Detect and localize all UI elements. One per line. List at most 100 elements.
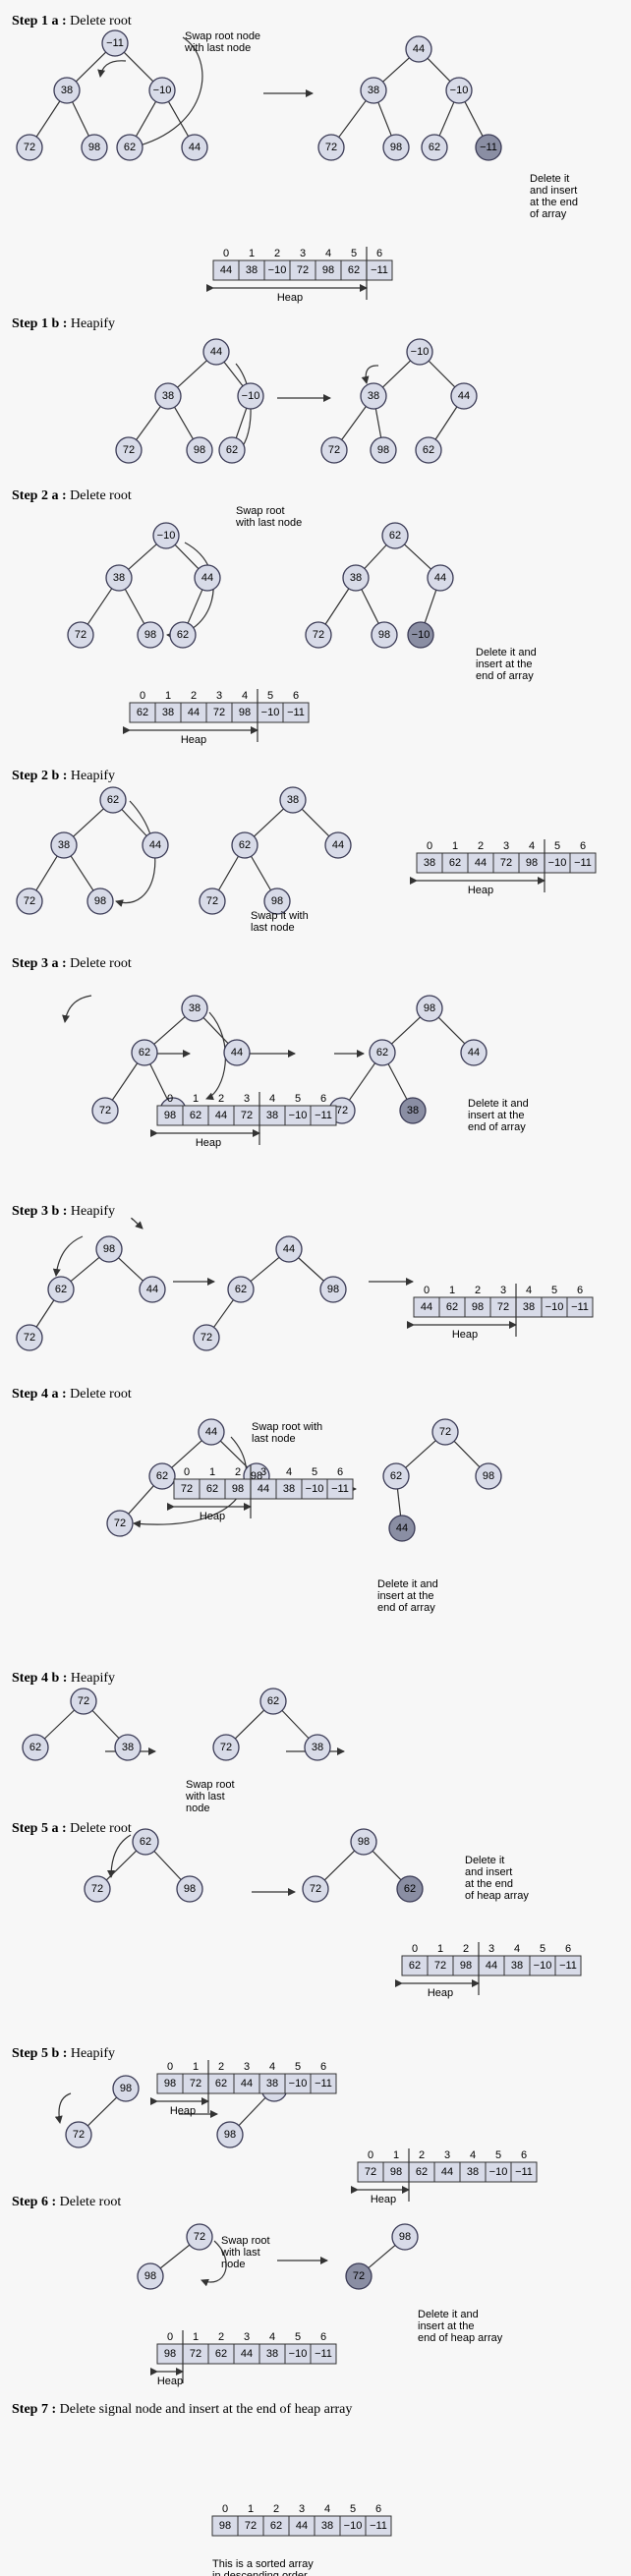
step-title: Step 5 b : Heapify [12,2046,115,2061]
heapify-swap-arrow [131,1217,143,1230]
array-cell-value: 38 [511,1960,523,1972]
array-index: 3 [244,1093,250,1105]
array-cell-value: 38 [162,707,174,718]
array-cell-value: 44 [296,2520,308,2532]
tree-node-value: 38 [113,572,125,584]
array-index: 0 [223,248,229,259]
array-cell-value: −11 [371,264,388,276]
tree-edge [437,1016,466,1045]
array-cell [566,1296,594,1318]
array-cell-value: 38 [424,857,435,869]
step-title-text: Delete root [60,2195,122,2209]
tree-node-value: 72 [99,1105,111,1116]
tree-node-value: 98 [424,1002,435,1014]
tree-node [47,1276,75,1303]
tree-node [148,77,176,104]
annotation-line: insert at the [418,2320,474,2332]
tree-edge [424,590,437,623]
array-index: 5 [312,1466,317,1478]
tree-node [345,2262,373,2290]
tree-edge [338,100,367,138]
tree-node [227,1276,255,1303]
array-cell-value: 38 [321,2520,333,2532]
array-cell-value: 44 [215,1110,227,1121]
array-cell-value: −10 [545,1301,564,1313]
tree-node [181,134,208,161]
array-cell [365,2515,392,2537]
array-cell-value: 72 [297,264,309,276]
tree-node [360,382,387,410]
tree-edge [149,1063,168,1100]
tree-node [194,564,221,592]
array-cell-value: −10 [289,2078,308,2089]
tree-edge [174,544,200,570]
tree-node-value: 44 [458,390,470,402]
tree-node-value: 72 [220,1742,232,1753]
array-index: 3 [444,2149,450,2161]
tree-edge [381,360,412,388]
array-cell-value: −11 [370,2520,387,2532]
tree-edge [374,408,382,438]
tree-node-value: 62 [139,1047,150,1059]
annotation-line: end of array [377,1602,435,1614]
tree-node-value: 44 [189,142,201,153]
tree-edge [217,855,240,891]
array-cell-value: −11 [571,1301,589,1313]
array-index: 2 [419,2149,425,2161]
array-index: 2 [218,2061,224,2073]
array-cell-value: 62 [215,2078,227,2089]
tree-edge [75,51,107,83]
tree-edge [372,1850,402,1881]
array-cell-value: −10 [548,857,567,869]
array-cell-value: 38 [266,2348,278,2360]
tree-node-value: 98 [224,2129,236,2141]
array-cell-value: 62 [190,1110,201,1121]
tree-edge [235,408,248,438]
array-cell-value: 98 [322,264,334,276]
tree-node [202,338,230,366]
tree-edge [118,1257,143,1282]
array-index: 1 [249,248,255,259]
tree-node-value: 44 [468,1047,480,1059]
tree-node [81,134,108,161]
step-title: Step 4 a : Delete root [12,1387,132,1402]
tree-node [186,436,213,464]
array-index: 5 [350,2503,356,2515]
tree-node-value: 38 [287,794,299,806]
tree-edge [254,808,284,837]
array-cell-value: −10 [268,264,287,276]
tree-edge [438,101,455,137]
annotation-line: and insert [465,1866,512,1878]
tree-node [475,1462,502,1490]
tree-node-value: 38 [122,1742,134,1753]
annotation-line: Delete it and [468,1098,529,1110]
array-cell [510,2161,538,2183]
annotation-line: Swap it with [251,910,309,922]
tree-node-value: 98 [194,444,205,456]
tree-edge [434,406,458,440]
step-title-text: Heapify [71,1204,115,1219]
tree-node [381,522,409,549]
tree-edge [281,1709,310,1740]
array-cell [554,1955,582,1976]
tree-edge [121,809,147,836]
array-index: 4 [325,248,331,259]
tree-edge [234,1709,265,1740]
tree-node-value: 62 [226,444,238,456]
tree-edge [135,101,157,137]
tree-node-value: 38 [58,839,70,851]
tree-edge [405,1440,436,1468]
array-cell-value: 38 [266,2078,278,2089]
array-index: 1 [193,2061,199,2073]
array-index: 0 [412,1943,418,1955]
step-title-text: Heapify [71,769,115,783]
tree-node-value: 62 [267,1695,279,1707]
tree-node [370,436,397,464]
